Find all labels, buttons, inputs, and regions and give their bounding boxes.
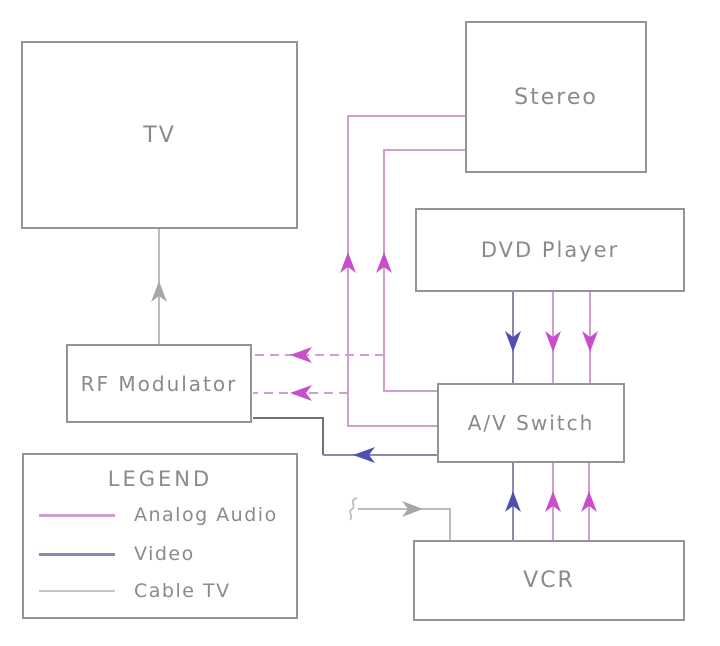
video-line-corner-to-rf <box>253 417 324 455</box>
node-stereo-label: Stereo <box>514 84 598 110</box>
audio-arrowhead-vcr-av-2 <box>581 491 597 512</box>
audio-arrowhead-stereo-1 <box>340 252 356 273</box>
audio-arrowhead-dvd-av-1 <box>545 331 561 352</box>
audio-arrowhead-stereo-2 <box>376 252 392 273</box>
audio-arrowhead-rf-1 <box>290 347 312 363</box>
legend-item-video: Video <box>39 543 195 565</box>
node-av-switch-label: A/V Switch <box>467 411 595 435</box>
video-arrowhead-dvd-av <box>505 331 521 352</box>
video-arrowhead-rf <box>353 447 375 463</box>
audio-arrowhead-vcr-av-1 <box>545 491 561 512</box>
video-arrowhead-vcr-av <box>505 491 521 512</box>
node-vcr: VCR <box>413 540 685 621</box>
cable-break-squiggle-icon <box>349 497 358 521</box>
legend-item-cable-tv: Cable TV <box>39 580 231 602</box>
node-av-switch: A/V Switch <box>437 383 625 463</box>
legend-swatch-analog-audio <box>39 513 115 517</box>
node-tv: TV <box>21 41 298 229</box>
audio-arrowhead-dvd-av-2 <box>582 331 598 352</box>
node-vcr-label: VCR <box>523 568 575 593</box>
legend-box: LEGEND Analog Audio Video Cable TV <box>22 453 298 619</box>
legend-label-analog-audio: Analog Audio <box>134 504 278 526</box>
node-rf-modulator: RF Modulator <box>66 344 252 423</box>
audio-arrowhead-rf-2 <box>290 385 312 401</box>
audio-line-av-to-stereo-1 <box>347 115 465 427</box>
cable-arrowhead-into-tv <box>151 281 167 302</box>
node-tv-label: TV <box>143 122 176 148</box>
node-dvd-player: DVD Player <box>415 208 685 292</box>
node-rf-modulator-label: RF Modulator <box>80 371 238 396</box>
audio-line-av-to-stereo-2 <box>383 149 465 392</box>
cable-arrowhead-feed <box>402 501 423 517</box>
legend-item-analog-audio: Analog Audio <box>39 504 278 526</box>
legend-swatch-cable-tv <box>39 590 115 592</box>
legend-swatch-video <box>39 552 115 556</box>
cable-line-feed-to-vcr <box>358 508 451 540</box>
node-stereo: Stereo <box>465 21 647 173</box>
node-dvd-player-label: DVD Player <box>480 238 620 262</box>
legend-label-video: Video <box>134 543 195 565</box>
legend-label-cable-tv: Cable TV <box>134 580 231 602</box>
legend-title: LEGEND <box>107 467 213 491</box>
